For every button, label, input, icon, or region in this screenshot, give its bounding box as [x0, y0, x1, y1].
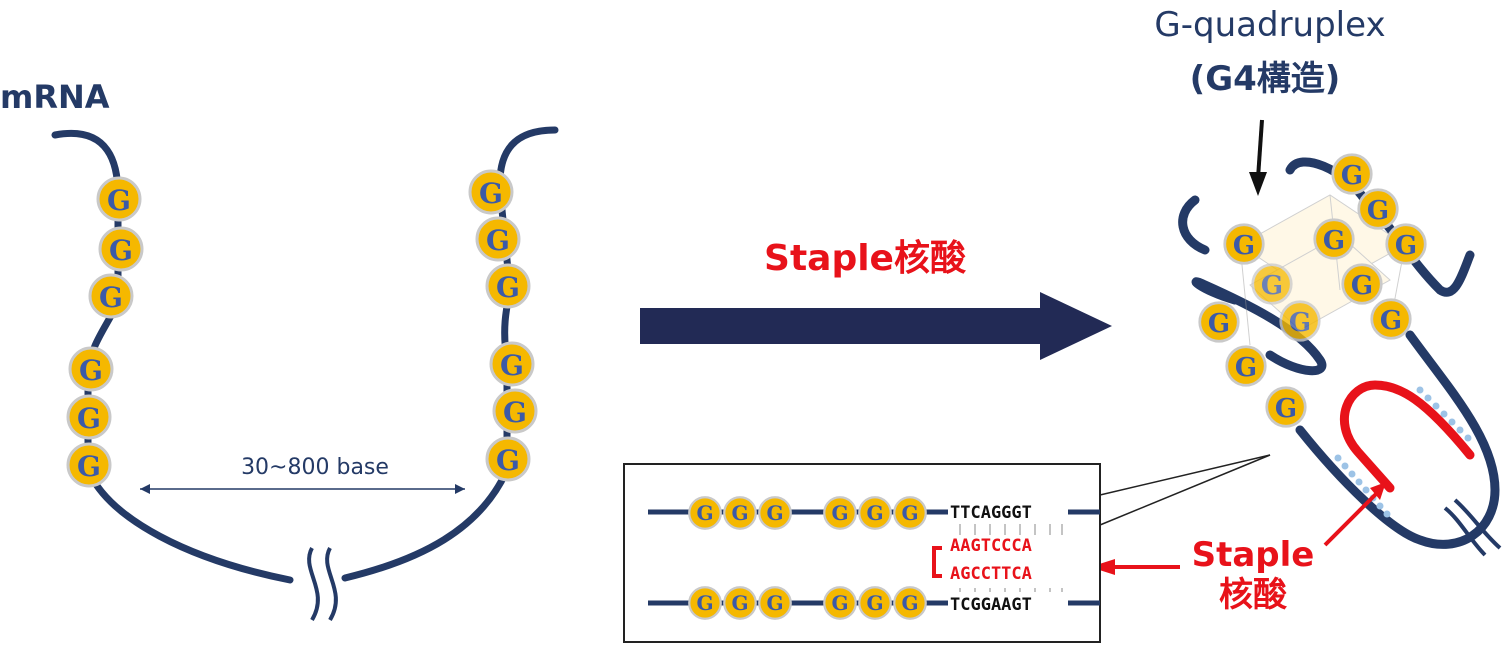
svg-text:G: G: [1261, 271, 1283, 301]
bottom-strand-sequence: TCGGAAGT: [950, 595, 1032, 615]
guanine-ball: G: [758, 496, 792, 530]
svg-text:G: G: [866, 501, 883, 525]
guanine-ball: G: [758, 586, 792, 620]
svg-text:G: G: [1395, 231, 1417, 261]
svg-text:G: G: [79, 354, 103, 387]
svg-text:G: G: [766, 591, 783, 615]
g-tract-right: G G G G G G: [468, 169, 538, 482]
g-tract-left: G G G G G G: [66, 176, 144, 488]
guanine-ball: G: [1251, 263, 1293, 305]
guanine-ball: G: [723, 496, 757, 530]
guanine-ball: G: [485, 436, 531, 482]
guanine-ball: G: [688, 586, 722, 620]
guanine-ball: G: [1313, 218, 1355, 260]
svg-text:G: G: [1323, 226, 1345, 256]
process-arrow: [640, 292, 1112, 360]
svg-text:G: G: [766, 501, 783, 525]
guanine-ball: G: [96, 176, 142, 222]
guanine-ball: G: [66, 394, 112, 440]
svg-text:G: G: [731, 501, 748, 525]
guanine-ball: G: [492, 388, 538, 434]
guanine-ball: G: [893, 586, 927, 620]
guanine-ball: G: [823, 496, 857, 530]
guanine-ball: G: [858, 496, 892, 530]
svg-text:G: G: [77, 450, 101, 483]
svg-text:G: G: [109, 234, 133, 267]
guanine-ball: G: [475, 216, 521, 262]
distance-label: 30~800 base: [241, 455, 389, 480]
svg-text:G: G: [1341, 161, 1363, 191]
guanine-ball: G: [1225, 345, 1267, 387]
svg-text:G: G: [479, 177, 503, 210]
guanine-ball: G: [688, 496, 722, 530]
svg-text:G: G: [1275, 394, 1297, 424]
svg-text:G: G: [503, 396, 527, 429]
svg-text:G: G: [77, 402, 101, 435]
staple-sequence-1: AAGTCCCA: [950, 536, 1032, 556]
guanine-ball: G: [1341, 263, 1383, 305]
guanine-ball: G: [1370, 298, 1412, 340]
guanine-ball: G: [1223, 223, 1265, 265]
svg-text:G: G: [500, 349, 524, 382]
staple-side-label-2: 核酸: [1219, 575, 1288, 615]
guanine-ball: G: [489, 341, 535, 387]
guanine-ball: G: [723, 586, 757, 620]
guanine-ball: G: [1357, 188, 1399, 230]
svg-text:G: G: [831, 501, 848, 525]
guanine-ball: G: [485, 263, 531, 309]
guanine-ball: G: [1265, 386, 1307, 428]
svg-text:G: G: [1208, 309, 1230, 339]
inset-bottom-strand: G G G G G G TCGGAAGT: [648, 586, 1100, 620]
svg-text:G: G: [1367, 196, 1389, 226]
svg-text:G: G: [107, 184, 131, 217]
inset-callout: [623, 454, 1271, 643]
guanine-ball: G: [468, 169, 514, 215]
guanine-ball: G: [98, 226, 144, 272]
guanine-ball: G: [68, 346, 114, 392]
svg-text:G: G: [1235, 353, 1257, 383]
svg-text:G: G: [831, 591, 848, 615]
svg-text:G: G: [496, 444, 520, 477]
svg-text:G: G: [696, 591, 713, 615]
g4-backbone: [1178, 157, 1502, 557]
guanine-ball: G: [1331, 153, 1373, 195]
guanine-ball: G: [66, 442, 112, 488]
g4-title-line1: G-quadruplex: [1154, 5, 1385, 45]
g4-title-line2: (G4構造): [1190, 59, 1341, 99]
svg-text:G: G: [901, 501, 918, 525]
svg-text:G: G: [496, 271, 520, 304]
svg-text:G: G: [696, 501, 713, 525]
guanine-ball: G: [858, 586, 892, 620]
inset-top-strand: G G G G G G TTCAGGGT: [648, 496, 1100, 530]
mrna-label: mRNA: [0, 78, 110, 116]
staple-side-label-1: Staple: [1192, 535, 1315, 575]
svg-text:G: G: [901, 591, 918, 615]
svg-text:G: G: [731, 591, 748, 615]
inset-staple: AAGTCCCA AGCCTTCA: [932, 536, 1032, 584]
g4-guanines: G G G G G G G G G G G G: [1198, 153, 1427, 428]
guanine-ball: G: [88, 273, 134, 319]
guanine-ball: G: [823, 586, 857, 620]
guanine-ball: G: [893, 496, 927, 530]
distance-arrow: [140, 484, 465, 494]
svg-text:G: G: [1380, 306, 1402, 336]
guanine-ball: G: [1198, 301, 1240, 343]
staple-top-label: Staple核酸: [764, 238, 966, 279]
staple-pointer-arrow: [1090, 482, 1386, 575]
guanine-ball: G: [1279, 300, 1321, 342]
staple-sequence-2: AGCCTTCA: [950, 564, 1032, 584]
g4-pointer-arrow: [1249, 119, 1267, 196]
svg-text:G: G: [486, 224, 510, 257]
guanine-ball: G: [1385, 223, 1427, 265]
svg-text:G: G: [1289, 308, 1311, 338]
svg-text:G: G: [1233, 231, 1255, 261]
top-strand-sequence: TTCAGGGT: [950, 503, 1032, 523]
svg-text:G: G: [866, 591, 883, 615]
svg-text:G: G: [1351, 271, 1373, 301]
svg-text:G: G: [99, 281, 123, 314]
